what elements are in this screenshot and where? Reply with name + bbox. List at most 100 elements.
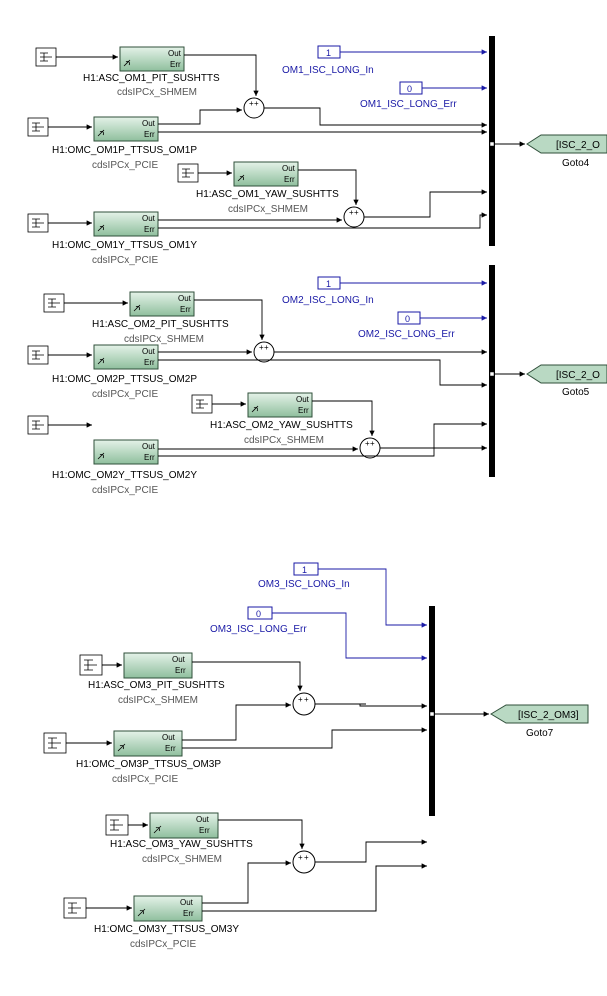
port-out-label: Out xyxy=(196,815,210,824)
svg-text:+: + xyxy=(370,439,375,448)
goto-label: Goto5 xyxy=(562,387,590,398)
ipc-block[interactable]: Out Err xyxy=(93,211,159,237)
port-out-label: Out xyxy=(142,119,156,128)
link-icon xyxy=(97,224,105,232)
constant-value: 0 xyxy=(405,314,410,324)
ground-icon xyxy=(79,654,103,676)
svg-text:+: + xyxy=(259,343,264,352)
sum-block[interactable]: ++ xyxy=(343,206,365,228)
link-icon xyxy=(137,908,146,917)
constant-block[interactable]: 1 xyxy=(317,45,341,59)
block-lib: cdsIPCx_PCIE xyxy=(112,774,178,785)
constant-label: OM1_ISC_LONG_Err xyxy=(360,99,457,110)
block-lib: cdsIPCx_SHMEM xyxy=(124,334,204,345)
ground-icon xyxy=(27,415,49,435)
block-name: H1:OMC_OM2P_TTSUS_OM2P xyxy=(52,374,197,385)
constant-value: 1 xyxy=(326,279,331,289)
port-out-label: Out xyxy=(282,164,296,173)
ipc-block[interactable]: Out Err xyxy=(93,439,159,465)
block-lib: cdsIPCx_PCIE xyxy=(92,485,158,496)
port-err-label: Err xyxy=(165,744,176,753)
svg-text:+: + xyxy=(365,439,370,448)
port-out-label: Out xyxy=(142,442,156,451)
goto-tag: [ISC_2_O xyxy=(556,370,600,381)
port-err-label: Err xyxy=(180,305,191,314)
block-name: H1:OMC_OM1P_TTSUS_OM1P xyxy=(52,145,197,156)
ground-icon xyxy=(35,47,57,67)
block-lib: cdsIPCx_SHMEM xyxy=(244,435,324,446)
constant-label: OM3_ISC_LONG_Err xyxy=(210,624,307,635)
port-err-label: Err xyxy=(183,909,194,918)
ipc-block[interactable]: Out Err xyxy=(129,291,195,317)
block-lib: cdsIPCx_PCIE xyxy=(92,160,158,171)
group-om3: Out Err H1:ASC_OM3_PIT_SUSHTTS cdsIPCx_S… xyxy=(43,562,589,950)
constant-block[interactable]: 0 xyxy=(397,311,421,325)
port-err-label: Err xyxy=(144,453,155,462)
port-err-label: Err xyxy=(144,225,155,234)
sum-block[interactable]: ++ xyxy=(292,850,316,874)
block-name: H1:OMC_OM3P_TTSUS_OM3P xyxy=(76,759,221,770)
svg-text:+: + xyxy=(264,343,269,352)
constant-block[interactable]: 1 xyxy=(317,276,341,290)
goto-block[interactable]: [ISC_2_OM3] xyxy=(490,704,589,724)
ipc-block[interactable]: Out Err xyxy=(247,392,313,418)
link-icon xyxy=(117,743,126,752)
svg-text:+: + xyxy=(298,695,303,704)
port-err-label: Err xyxy=(144,358,155,367)
port-out-label: Out xyxy=(168,49,182,58)
mux-block[interactable] xyxy=(489,265,495,477)
port-err-label: Err xyxy=(199,826,210,835)
port-err-label: Err xyxy=(284,175,295,184)
link-icon xyxy=(97,357,105,365)
ground-icon xyxy=(43,293,65,313)
mux-block[interactable] xyxy=(429,606,435,816)
constant-value: 0 xyxy=(256,609,261,619)
ipc-block[interactable]: Out Err xyxy=(149,812,219,839)
goto-block[interactable]: [ISC_2_O xyxy=(526,364,607,384)
constant-block[interactable]: 1 xyxy=(293,562,319,576)
constant-label: OM2_ISC_LONG_In xyxy=(282,295,374,306)
ipc-block[interactable]: Out Err xyxy=(233,161,299,187)
link-icon xyxy=(133,304,141,312)
constant-label: OM1_ISC_LONG_In xyxy=(282,65,374,76)
constant-value: 1 xyxy=(302,565,307,575)
port-err-label: Err xyxy=(170,60,181,69)
block-name: H1:OMC_OM1Y_TTSUS_OM1Y xyxy=(52,240,197,251)
block-name: H1:ASC_OM2_YAW_SUSHTTS xyxy=(210,420,353,431)
svg-text:+: + xyxy=(249,99,254,108)
constant-label: OM2_ISC_LONG_Err xyxy=(358,329,455,340)
port-err-label: Err xyxy=(144,130,155,139)
port-out-label: Out xyxy=(142,347,156,356)
sum-block[interactable]: ++ xyxy=(253,341,275,363)
svg-text:+: + xyxy=(349,208,354,217)
sum-block[interactable]: ++ xyxy=(243,97,265,119)
ipc-block[interactable]: Out Err xyxy=(113,730,183,757)
sum-block[interactable]: ++ xyxy=(359,437,381,459)
mux-block[interactable] xyxy=(489,36,495,246)
port-out-label: Out xyxy=(296,395,310,404)
ipc-block[interactable]: Out Err xyxy=(119,46,185,72)
constant-block[interactable]: 0 xyxy=(399,81,423,95)
ground-icon xyxy=(27,213,49,233)
ipc-block[interactable]: Out Err xyxy=(93,116,159,142)
ground-icon xyxy=(177,163,199,183)
goto-block[interactable]: [ISC_2_O xyxy=(526,134,607,154)
block-lib: cdsIPCx_PCIE xyxy=(92,389,158,400)
ground-icon xyxy=(27,117,49,137)
port-out-label: Out xyxy=(142,214,156,223)
svg-text:+: + xyxy=(304,853,309,862)
port-out-label: Out xyxy=(162,733,176,742)
block-lib: cdsIPCx_SHMEM xyxy=(117,87,197,98)
ground-icon xyxy=(63,897,87,919)
ipc-block[interactable]: Out Err xyxy=(123,652,193,679)
ground-icon xyxy=(105,814,129,836)
ground-icon xyxy=(27,345,49,365)
ipc-block[interactable]: Out Err xyxy=(93,344,159,370)
link-icon xyxy=(97,129,105,137)
sum-block[interactable]: ++ xyxy=(292,692,316,716)
constant-block[interactable]: 0 xyxy=(247,606,273,620)
svg-text:+: + xyxy=(354,208,359,217)
port-out-label: Out xyxy=(180,898,194,907)
ipc-block[interactable]: Out Err xyxy=(133,895,203,922)
